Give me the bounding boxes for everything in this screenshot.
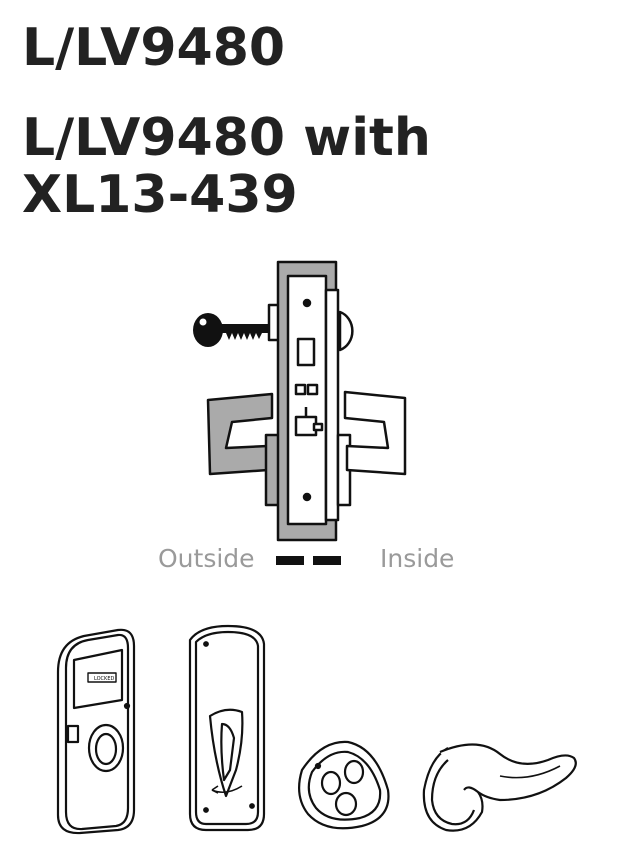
screw-top — [302, 298, 312, 308]
screw-bottom — [302, 492, 312, 502]
stop-button-right — [306, 383, 319, 396]
stop-button-left — [294, 383, 307, 396]
outside-label: Outside — [158, 544, 255, 573]
lock-case-inside — [286, 274, 328, 526]
variant-title-line2: XL13-439 — [22, 165, 298, 225]
faceplate — [324, 288, 340, 522]
mortise-lock-diagram — [206, 260, 407, 542]
inside-plate-drawing — [188, 624, 266, 832]
latch — [296, 337, 316, 367]
outside-lever — [206, 392, 274, 476]
outside-escutcheon-drawing — [56, 628, 136, 835]
key-icon — [193, 313, 268, 347]
hub-spindle — [312, 422, 324, 432]
inside-label: Inside — [380, 544, 455, 573]
inside-thumbturn — [338, 310, 354, 352]
escutcheon-plate-text: LOCKED — [94, 676, 114, 682]
thumbturn-escutcheon-drawing — [297, 740, 390, 830]
inside-lever — [343, 390, 407, 476]
door-dash-right — [313, 556, 341, 565]
model-title: L/LV9480 — [22, 18, 286, 78]
door-dash-left — [276, 556, 304, 565]
variant-title-line1: L/LV9480 with — [22, 108, 431, 168]
lever-handle-drawing — [422, 743, 577, 832]
